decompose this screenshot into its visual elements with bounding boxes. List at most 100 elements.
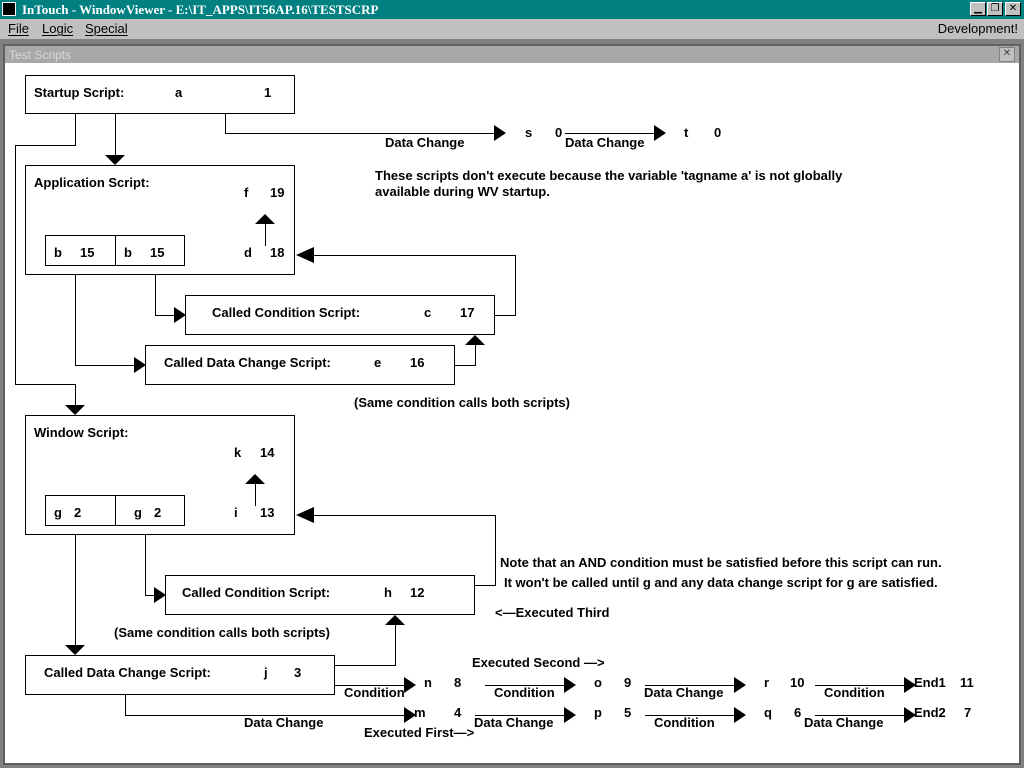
connector-line: [475, 715, 565, 716]
connector-line: [815, 715, 905, 716]
called-condition-script-box: [165, 575, 475, 615]
divider: [115, 235, 116, 266]
connector-line: [155, 275, 156, 316]
connector-line: [75, 535, 76, 645]
data-change-label: Data Change: [565, 135, 645, 150]
connector-line: [565, 133, 655, 134]
tag-end1: End1: [914, 675, 946, 690]
tag-o: o: [594, 675, 602, 690]
child-close-button[interactable]: ✕: [999, 47, 1015, 62]
tag-s: s: [525, 125, 533, 140]
arrow-right-icon: [734, 677, 746, 693]
connector-line: [313, 515, 496, 516]
condition-label: Condition: [824, 685, 885, 700]
arrow-up-icon: [385, 615, 405, 625]
tag-h-value: 12: [410, 585, 425, 600]
condition-label: Condition: [494, 685, 555, 700]
arrow-up-icon: [465, 335, 485, 345]
tag-end1-value: 11: [960, 675, 974, 690]
tag-e-value: 16: [410, 355, 425, 370]
tag-g: g: [134, 505, 142, 520]
called-data-change-script-box: [25, 655, 335, 695]
tag-i: i: [234, 505, 238, 520]
connector-line: [225, 114, 226, 134]
connector-line: [395, 625, 396, 666]
minimize-button[interactable]: ▁: [970, 2, 986, 16]
tag-a: a: [175, 85, 183, 100]
tag-k-value: 14: [260, 445, 275, 460]
arrow-right-icon: [494, 125, 506, 141]
tag-g-value: 2: [74, 505, 82, 520]
tag-c-value: 17: [460, 305, 475, 320]
menu-file[interactable]: File: [8, 21, 29, 36]
tag-r: r: [764, 675, 770, 690]
tag-t: t: [684, 125, 689, 140]
connector-line: [225, 133, 495, 134]
connector-line: [75, 384, 76, 406]
called-condition-script-box: [185, 295, 495, 335]
arrow-right-icon: [404, 677, 416, 693]
startup-note-line1: These scripts don't execute because the …: [375, 168, 843, 183]
condition-label: Condition: [654, 715, 715, 730]
tag-e: e: [374, 355, 382, 370]
window-script-label: Window Script:: [34, 425, 129, 440]
tag-j-value: 3: [294, 665, 302, 680]
arrow-up-icon: [255, 214, 275, 224]
tag-f-value: 19: [270, 185, 285, 200]
tag-h: h: [384, 585, 392, 600]
arrow-left-icon: [296, 507, 314, 523]
arrow-up-icon: [245, 474, 265, 484]
title-bar: InTouch - WindowViewer - E:\IT_APPS\IT56…: [0, 0, 1024, 19]
connector-line: [475, 585, 496, 586]
tag-end2-value: 7: [964, 705, 972, 720]
connector-line: [335, 665, 396, 666]
restore-button[interactable]: ❐: [987, 2, 1003, 16]
development-menu[interactable]: Development!: [937, 21, 1018, 36]
tag-q: q: [764, 705, 772, 720]
tag-s-value: 0: [555, 125, 563, 140]
connector-line: [75, 114, 76, 146]
tag-g-value: 2: [154, 505, 162, 520]
connector-line: [75, 275, 76, 366]
same-condition-note: (Same condition calls both scripts): [114, 625, 330, 640]
connector-line: [145, 535, 146, 596]
connector-line: [495, 515, 496, 586]
arrow-right-icon: [654, 125, 666, 141]
arrow-right-icon: [904, 677, 916, 693]
connector-line: [313, 255, 516, 256]
same-condition-note: (Same condition calls both scripts): [354, 395, 570, 410]
executed-second-label: Executed Second —>: [472, 655, 605, 670]
connector-line: [145, 595, 155, 596]
arrow-right-icon: [404, 707, 416, 723]
tag-m: m: [414, 705, 426, 720]
condition-label: Condition: [344, 685, 405, 700]
application-script-label: Application Script:: [34, 175, 150, 190]
executed-first-label: Executed First—>: [364, 725, 475, 740]
tag-j: j: [264, 665, 268, 680]
arrow-right-icon: [734, 707, 746, 723]
app-icon[interactable]: [2, 2, 16, 16]
data-change-label: Data Change: [474, 715, 554, 730]
tag-i-value: 13: [260, 505, 275, 520]
connector-line: [815, 685, 905, 686]
arrow-right-icon: [564, 677, 576, 693]
connector-line: [155, 315, 175, 316]
data-change-label: Data Change: [644, 685, 724, 700]
tag-g: g: [54, 505, 62, 520]
menu-special[interactable]: Special: [85, 21, 128, 36]
connector-line: [495, 315, 516, 316]
close-button[interactable]: ✕: [1005, 2, 1021, 16]
tag-p: p: [594, 705, 602, 720]
arrow-down-icon: [65, 645, 85, 655]
tag-m-value: 4: [454, 705, 462, 720]
connector-line: [645, 715, 735, 716]
arrow-right-icon: [154, 587, 166, 603]
tag-p-value: 5: [624, 705, 632, 720]
menu-logic[interactable]: Logic: [42, 21, 74, 36]
startup-note-line2: available during WV startup.: [375, 184, 550, 199]
tag-n: n: [424, 675, 432, 690]
and-condition-note-line2: It won't be called until g and any data …: [504, 575, 938, 590]
tag-a-value: 1: [264, 85, 272, 100]
connector-line: [125, 695, 126, 716]
